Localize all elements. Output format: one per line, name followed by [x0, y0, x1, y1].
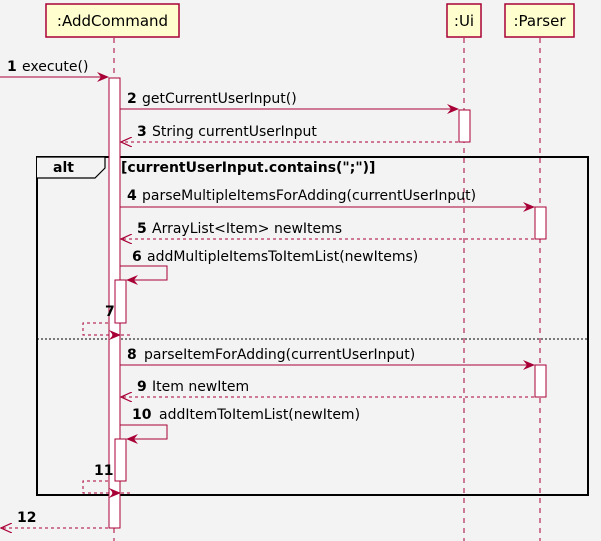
activation-parser-2 [534, 364, 547, 398]
message-9-label: Item newItem [152, 379, 249, 395]
message-9-number: 9 [137, 379, 147, 395]
message-11-number: 11 [94, 463, 113, 479]
message-11: 11 [82, 463, 130, 498]
message-3-number: 3 [137, 124, 147, 140]
alt-fragment: alt [currentUserInput.contains(";")] [36, 156, 589, 496]
activation-addcommand-nested-1 [114, 279, 127, 324]
message-9: 9 Item newItem [121, 379, 534, 397]
message-6-label: addMultipleItemsToItemList(newItems) [147, 249, 418, 265]
activation-addcommand-nested-2 [114, 438, 127, 482]
message-3-label: String currentUserInput [152, 124, 317, 140]
message-2-number: 2 [127, 91, 137, 107]
message-2-label: getCurrentUserInput() [142, 91, 297, 107]
message-4: 4 parseMultipleItemsForAdding(currentUse… [120, 188, 535, 212]
message-3: 3 String currentUserInput [121, 124, 458, 142]
activation-ui [458, 109, 471, 143]
alt-keyword: alt [53, 160, 74, 176]
message-5-label: ArrayList<Item> newItems [152, 221, 342, 237]
message-2: 2 getCurrentUserInput() [120, 91, 459, 114]
message-6: 6 addMultipleItemsToItemList(newItems) [120, 249, 418, 285]
message-10-number: 10 [132, 407, 152, 423]
participant-parser-label: :Parser [514, 12, 567, 30]
message-4-label: parseMultipleItemsForAdding(currentUserI… [142, 188, 476, 204]
message-7-number: 7 [105, 304, 115, 320]
activation-parser-1 [534, 206, 547, 240]
message-10: 10 addItemToItemList(newItem) [120, 407, 360, 444]
message-10-label: addItemToItemList(newItem) [159, 407, 360, 423]
message-5: 5 ArrayList<Item> newItems [121, 221, 534, 239]
message-5-number: 5 [137, 221, 147, 237]
message-1: 1 execute() [0, 59, 109, 82]
message-1-label: execute() [22, 59, 88, 75]
message-6-number: 6 [132, 249, 142, 265]
participant-addcommand-label: :AddCommand [57, 12, 168, 30]
message-4-number: 4 [127, 188, 137, 204]
participant-parser: :Parser [504, 3, 575, 38]
message-8: 8 parseItemForAdding(currentUserInput) [120, 347, 535, 370]
participant-ui: :Ui [446, 3, 482, 38]
message-7: 7 [82, 304, 130, 340]
alt-guard: [currentUserInput.contains(";")] [121, 160, 375, 176]
message-1-number: 1 [7, 59, 17, 75]
message-8-number: 8 [127, 347, 137, 363]
participant-ui-label: :Ui [454, 12, 474, 30]
message-12-number: 12 [17, 510, 36, 526]
participant-addcommand: :AddCommand [45, 3, 180, 38]
message-8-label: parseItemForAdding(currentUserInput) [144, 347, 415, 363]
message-12: 12 [1, 510, 108, 528]
